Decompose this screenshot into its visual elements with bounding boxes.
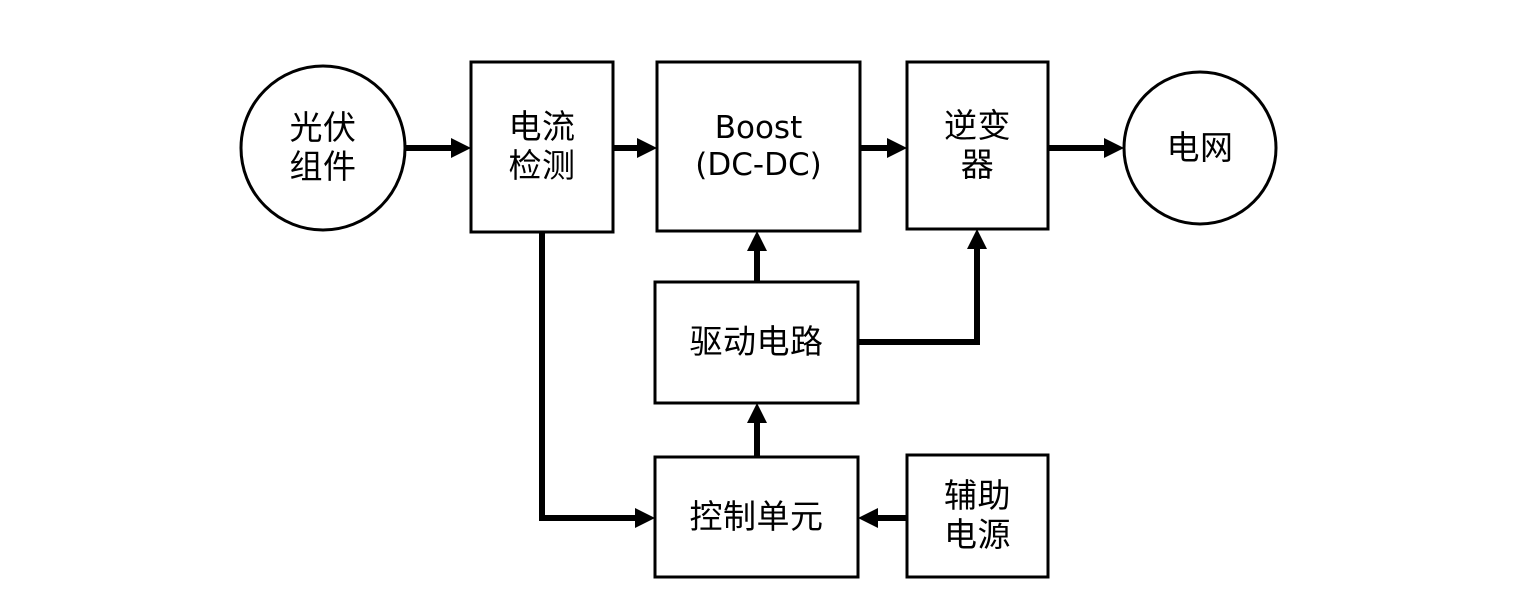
arrowhead-aux-to-control [858, 508, 878, 528]
node-power-grid-shape[interactable] [1122, 70, 1278, 226]
connector-control-to-drive [747, 403, 767, 457]
arrowhead-drive-to-boost [747, 231, 767, 251]
connector-drive-to-boost [747, 231, 767, 282]
connector-inverter-to-grid [1048, 138, 1124, 158]
node-boost-converter-shape[interactable] [655, 60, 862, 233]
node-drive-circuit-shape[interactable] [653, 280, 860, 405]
connector-drive-to-inverter [858, 229, 987, 345]
node-pv-module-shape[interactable] [239, 64, 407, 232]
arrowhead-drive-to-inverter [967, 229, 987, 249]
connector-current-to-boost [613, 138, 657, 158]
connector-boost-to-inverter [860, 138, 907, 158]
connector-aux-to-control [858, 508, 907, 528]
arrowhead-boost-to-inverter [887, 138, 907, 158]
node-control-unit-shape[interactable] [653, 455, 860, 579]
connector-pv-to-current [405, 138, 471, 158]
node-auxiliary-power-shape[interactable] [905, 453, 1050, 579]
node-inverter-shape[interactable] [905, 60, 1050, 231]
arrowhead-current-to-control [635, 508, 655, 528]
node-current-detection-shape[interactable] [469, 60, 615, 234]
arrowhead-control-to-drive [747, 403, 767, 423]
connector-current-to-control [539, 232, 655, 528]
arrowhead-inverter-to-grid [1104, 138, 1124, 158]
arrowhead-pv-to-current [451, 138, 471, 158]
arrowhead-current-to-boost [637, 138, 657, 158]
